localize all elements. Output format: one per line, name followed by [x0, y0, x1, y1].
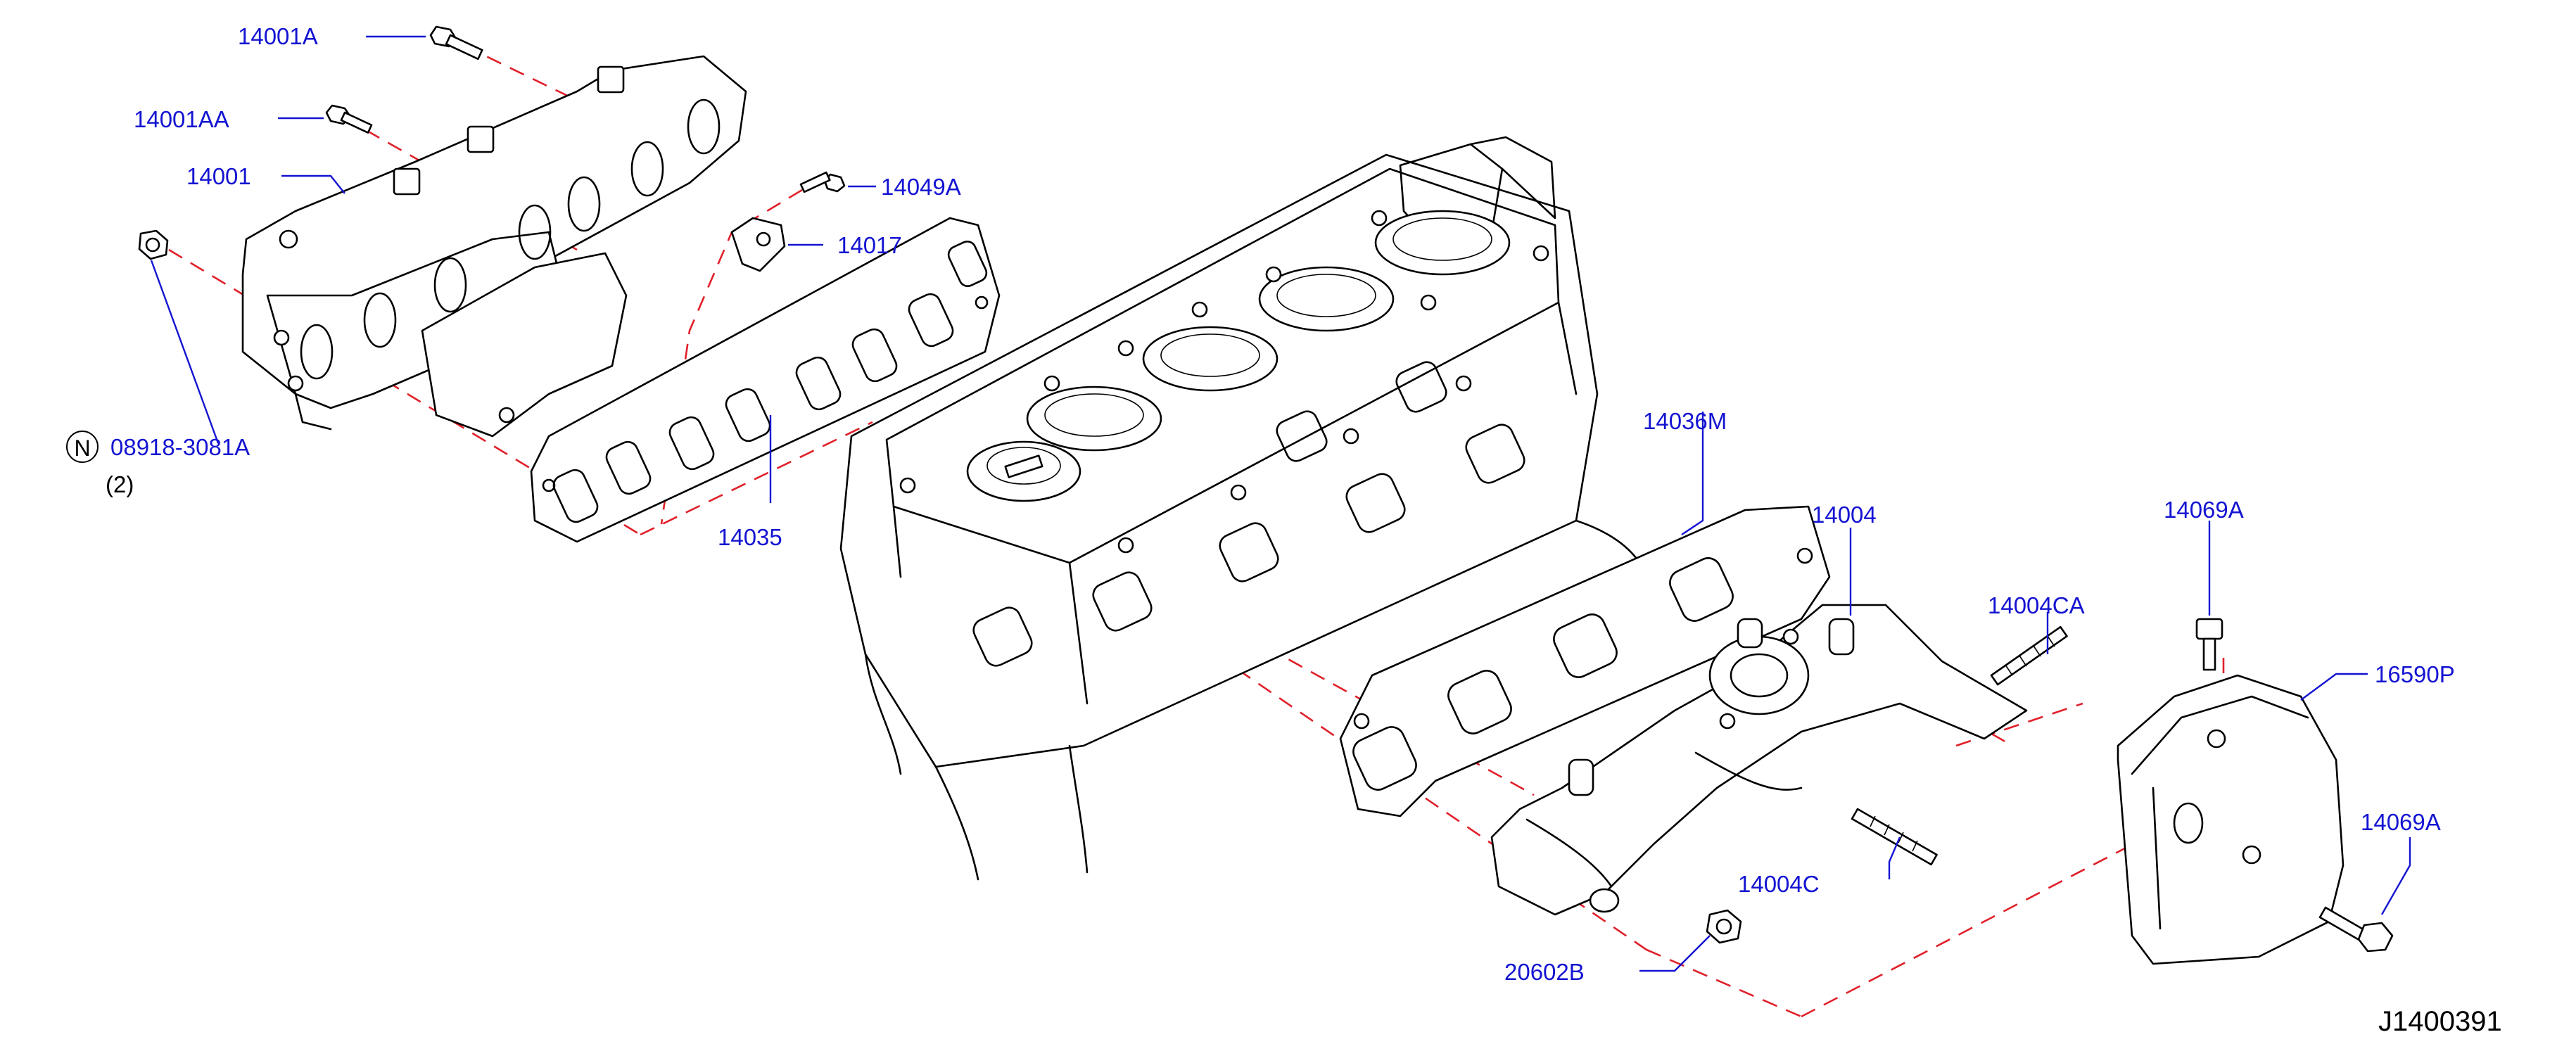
heat-shield-bolt-top-part	[2195, 618, 2223, 671]
callout-20602b: 20602B	[1504, 959, 1585, 985]
callout-14069a-top: 14069A	[2164, 497, 2244, 523]
nut-part	[138, 229, 169, 260]
callout-14036m: 14036M	[1643, 408, 1727, 434]
callout-nut-group: N 08918-3081A (2)	[66, 431, 250, 497]
callout-14001aa: 14001AA	[134, 106, 229, 132]
bolt-14001a-part	[429, 25, 483, 61]
intake-manifold-part	[241, 55, 747, 438]
callout-14001: 14001	[186, 163, 251, 189]
callout-14004ca: 14004CA	[1988, 592, 2085, 618]
intake-gasket-part	[530, 217, 1001, 543]
callout-14035: 14035	[718, 524, 782, 550]
stud-ca-part	[1990, 625, 2068, 686]
callout-14069a-side: 14069A	[2361, 809, 2441, 835]
nissan-n-mark-icon	[66, 431, 99, 463]
callout-14017: 14017	[837, 232, 902, 258]
bolt-14001aa-part	[325, 104, 373, 134]
quantity-note: (2)	[106, 471, 134, 497]
n-mark-letter: N	[74, 435, 90, 461]
callout-14004: 14004	[1812, 502, 1877, 528]
bolt-14049a-part	[799, 171, 846, 193]
callout-14001a: 14001A	[238, 23, 318, 49]
heat-shield-bolt-side-part	[2318, 906, 2394, 953]
callout-16590p: 16590P	[2375, 661, 2455, 687]
callout-14049a: 14049A	[881, 174, 961, 200]
callout-08918-3081a: 08918-3081A	[110, 434, 250, 460]
exhaust-gasket-part	[1339, 505, 1831, 817]
exhaust-manifold-part	[1490, 604, 2028, 916]
stud-c-part	[1851, 808, 1938, 866]
bracket-part	[730, 217, 786, 272]
cylinder-head	[839, 136, 1648, 881]
leader-lines	[150, 35, 2411, 972]
callout-14004c: 14004C	[1738, 871, 1820, 897]
heat-shield-part	[2117, 674, 2345, 965]
diagram-reference-code: J1400391	[2378, 1006, 2502, 1037]
exhaust-nut-part	[1706, 909, 1742, 944]
head-exhaust-ports	[972, 361, 1525, 667]
